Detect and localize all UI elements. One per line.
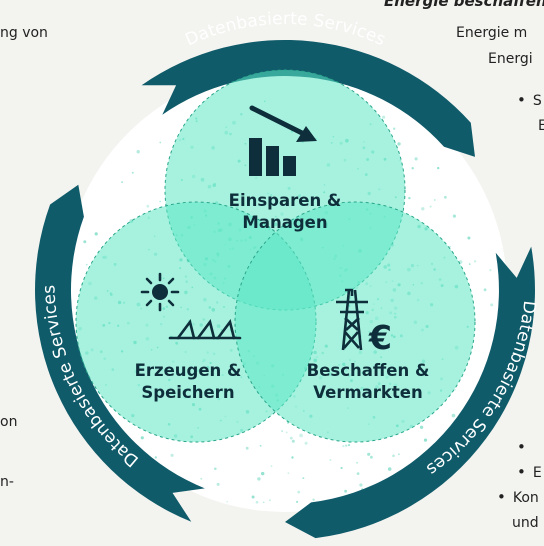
left-text-fragment-top: ng von bbox=[0, 25, 48, 41]
label-einsparen-line1: Einsparen & bbox=[229, 191, 342, 210]
venn-circles bbox=[75, 69, 476, 443]
right-text-fragment-1: Energie m bbox=[456, 25, 528, 41]
label-erzeugen-line2: Speichern bbox=[141, 383, 234, 402]
label-einsparen-line2: Managen bbox=[242, 213, 327, 232]
bar-chart-down-arrow-icon bbox=[249, 105, 317, 176]
outer-ring bbox=[35, 39, 535, 539]
sun-solar-panel-icon bbox=[140, 272, 242, 340]
top-heading-fragment: Energie beschaffen bbox=[384, 0, 544, 10]
right-text-fragment-2: Energi bbox=[488, 51, 533, 67]
right-bullet-bottom-2: E bbox=[517, 463, 542, 482]
ring-segment-2 bbox=[35, 184, 205, 522]
right-text-fragment-3: E bbox=[538, 118, 544, 134]
svg-text:€: € bbox=[368, 318, 392, 357]
label-beschaffen-line2: Vermarkten bbox=[313, 383, 422, 402]
label-erzeugen-line1: Erzeugen & bbox=[135, 361, 242, 380]
right-bullet-bottom-3: Kon bbox=[497, 488, 539, 507]
left-text-fragment-bottom-2: n- bbox=[0, 474, 14, 490]
label-beschaffen-line1: Beschaffen & bbox=[307, 361, 430, 380]
ring-segment-1 bbox=[141, 39, 475, 157]
ring-segment-3 bbox=[285, 246, 535, 539]
right-bullet-top: S bbox=[517, 91, 542, 110]
right-text-fragment-bottom: und bbox=[512, 515, 539, 531]
power-pylon-euro-icon: € bbox=[336, 288, 392, 357]
left-text-fragment-bottom-1: on bbox=[0, 414, 18, 430]
